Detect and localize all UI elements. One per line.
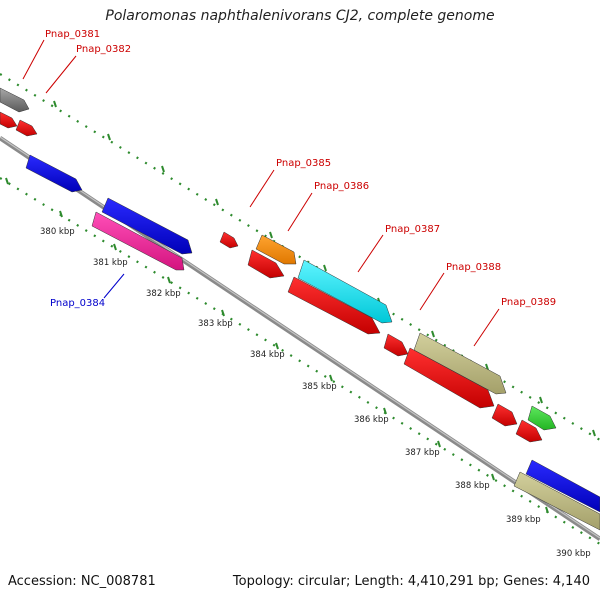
gene-feature-khaki[interactable]: [413, 332, 507, 395]
gene-label-pnap-0381[interactable]: Pnap_0381: [45, 29, 100, 40]
tick-track-lower: [0, 177, 600, 545]
gene-feature-red[interactable]: [403, 347, 495, 409]
gene-feature-cyan[interactable]: [297, 259, 393, 324]
gene-feature-green[interactable]: [527, 405, 557, 431]
position-label: 388 kbp: [455, 481, 490, 491]
callout-lines: [22, 39, 500, 347]
gene-feature-red[interactable]: [287, 276, 381, 335]
genome-backbone: [0, 136, 600, 541]
gene-label-pnap-0385[interactable]: Pnap_0385: [276, 158, 331, 169]
gene-feature-red[interactable]: [15, 119, 38, 137]
gene-label-pnap-0382[interactable]: Pnap_0382: [76, 44, 131, 55]
tick-track-upper: [0, 73, 600, 441]
gene-feature-magenta[interactable]: [91, 211, 185, 271]
position-label: 382 kbp: [146, 289, 181, 299]
map-title: Polaromonas naphthalenivorans CJ2, compl…: [105, 8, 495, 24]
position-label: 389 kbp: [506, 515, 541, 525]
position-labels: 380 kbp 381 kbp 382 kbp 383 kbp 384 kbp …: [40, 227, 591, 559]
position-label: 387 kbp: [405, 448, 440, 458]
gene-feature-khaki[interactable]: [513, 471, 600, 531]
gene-feature-red[interactable]: [383, 333, 409, 357]
gene-feature-red[interactable]: [491, 403, 518, 427]
position-label: 385 kbp: [302, 382, 337, 392]
gene-feature-red[interactable]: [219, 231, 239, 249]
gene-label-pnap-0386[interactable]: Pnap_0386: [314, 181, 369, 192]
position-label: 381 kbp: [93, 258, 128, 268]
gene-label-pnap-0387[interactable]: Pnap_0387: [385, 224, 440, 235]
gene-feature-orange[interactable]: [255, 234, 297, 265]
gene-feature-red[interactable]: [247, 249, 285, 279]
position-label: 383 kbp: [198, 319, 233, 329]
gene-feature-blue[interactable]: [101, 197, 193, 255]
position-label: 390 kbp: [556, 549, 591, 559]
position-label: 386 kbp: [354, 415, 389, 425]
position-label: 384 kbp: [250, 350, 285, 360]
gene-label-pnap-0384[interactable]: Pnap_0384: [50, 298, 105, 309]
gene-labels: Pnap_0381 Pnap_0382 Pnap_0384 Pnap_0385 …: [45, 29, 556, 309]
gene-feature-gray[interactable]: [0, 87, 30, 113]
gene-feature-red[interactable]: [515, 419, 543, 443]
gene-label-pnap-0389[interactable]: Pnap_0389: [501, 297, 556, 308]
gene-feature-red[interactable]: [0, 111, 18, 129]
gene-label-pnap-0388[interactable]: Pnap_0388: [446, 262, 501, 273]
genome-summary-text: Topology: circular; Length: 4,410,291 bp…: [232, 574, 590, 589]
major-ticks: [5, 100, 596, 514]
position-label: 380 kbp: [40, 227, 75, 237]
accession-text: Accession: NC_008781: [8, 574, 156, 589]
gene-feature-blue[interactable]: [525, 459, 600, 513]
gene-feature-blue[interactable]: [25, 154, 83, 193]
